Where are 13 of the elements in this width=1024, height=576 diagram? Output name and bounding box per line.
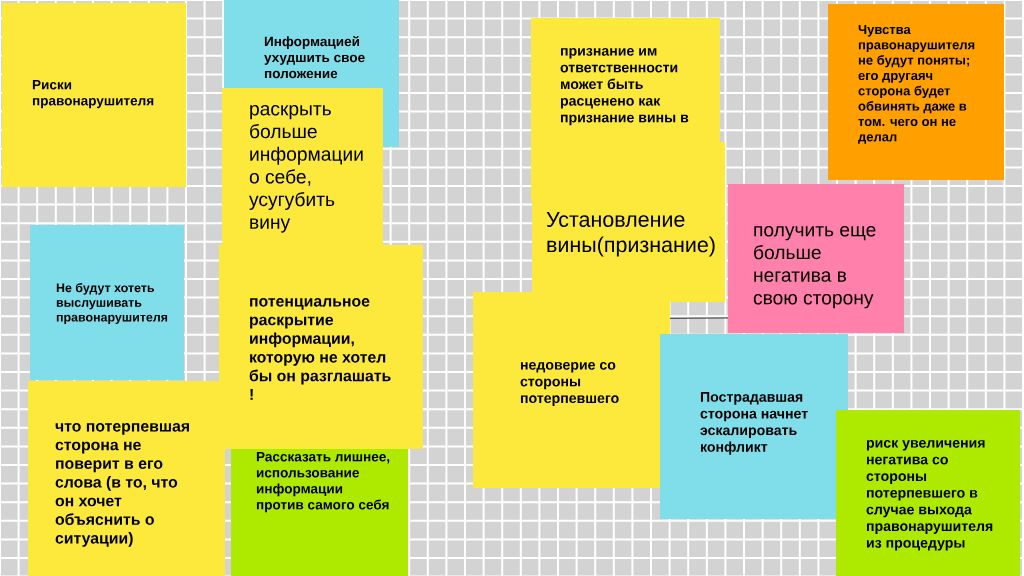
sticky-note: Риски правонарушителя — [2, 3, 186, 187]
sticky-note: получить еще больше негатива в свою сторону — [728, 184, 904, 333]
sticky-note: что потерпевшая сторона не поверит в его слова (в то, что он хочет объяснить о ситуации) — [28, 381, 225, 576]
sticky-note: раскрыть больше информации о себе, усугубить вину — [222, 88, 383, 245]
sticky-note: Рассказать лишнее, использование информации против самого себя — [231, 449, 408, 576]
sticky-note: Не будут хотеть выслушивать правонарушителя — [30, 225, 184, 380]
connector-line — [669, 317, 729, 320]
sticky-note: потенциальное раскрытие информации, которую не хотел бы он разглашать ! — [219, 245, 423, 449]
sticky-note: риск увеличения негатива со стороны потерпевшего в случае выхода правонарушителя из процедуры — [836, 410, 1020, 576]
sticky-note: Установление вины(признание) — [532, 142, 725, 302]
sticky-note: Пострадавшая сторона начнет эскалировать конфликт — [660, 334, 848, 519]
sticky-note: недоверие со стороны потерпевшего — [473, 292, 670, 488]
sticky-note: Чувства правонарушителя не будут поняты; его другаяч сторона будет обвинять даже в том. чего он не делал — [828, 4, 1004, 180]
